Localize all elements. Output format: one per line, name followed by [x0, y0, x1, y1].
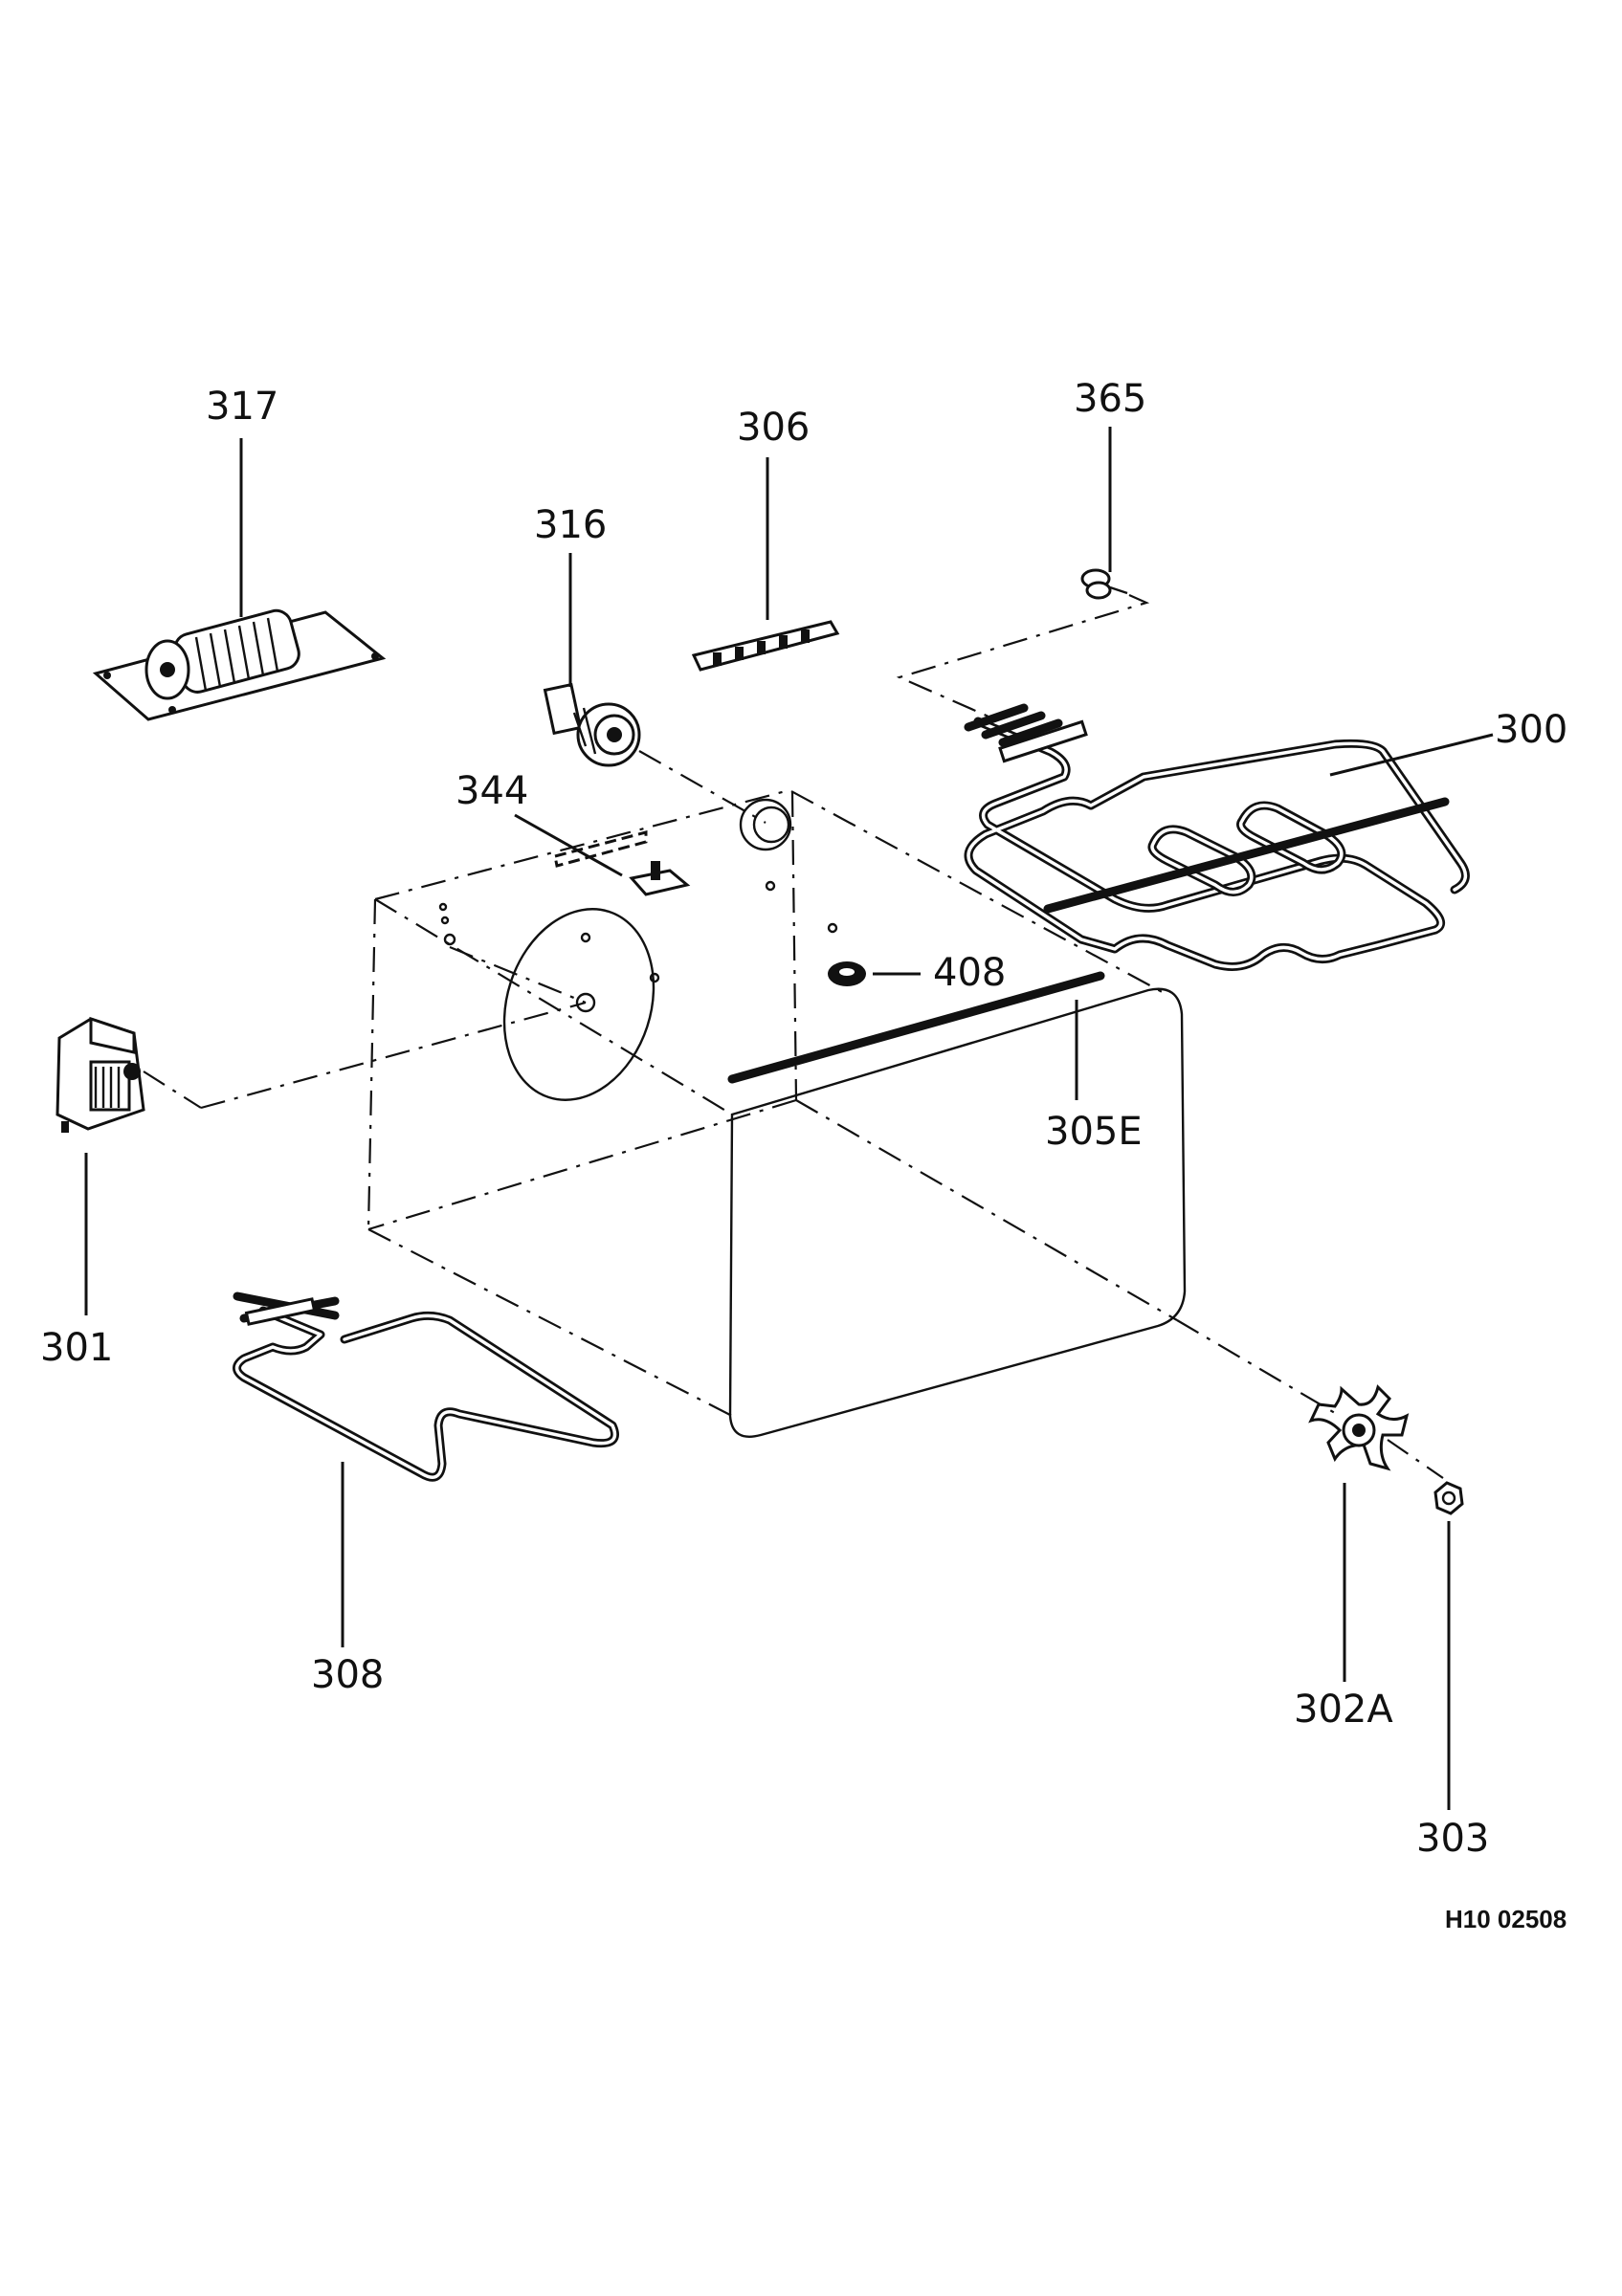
part-316-lamp — [543, 682, 767, 824]
label-300: 300 — [1495, 708, 1567, 752]
part-317-cooling-fan — [92, 608, 387, 721]
part-305E-strip — [727, 971, 1105, 1084]
part-308-lower-element — [233, 1292, 619, 1482]
part-301-fan-motor — [56, 1001, 587, 1133]
label-305E: 305E — [1045, 1110, 1143, 1154]
part-306-terminal-block — [691, 620, 840, 672]
oven-cavity — [367, 788, 1187, 1438]
part-408-grommet — [828, 961, 866, 986]
label-344: 344 — [455, 769, 528, 813]
label-316: 316 — [534, 503, 607, 547]
label-408: 408 — [933, 951, 1006, 995]
part-labels: 317 306 316 365 300 344 408 305E 301 308… — [40, 377, 1567, 1933]
part-344-bracket — [553, 830, 691, 896]
part-302A-fan-blade — [1176, 1319, 1444, 1479]
part-303-nut — [1433, 1481, 1464, 1515]
drawing-number: H10 02508 — [1445, 1905, 1566, 1933]
label-303: 303 — [1416, 1817, 1489, 1861]
part-300-upper-element — [964, 703, 1470, 971]
part-365-screw — [896, 568, 1150, 721]
label-301: 301 — [40, 1326, 113, 1370]
leader-lines — [84, 427, 1494, 1810]
label-317: 317 — [206, 385, 278, 429]
label-365: 365 — [1074, 377, 1146, 421]
label-302A: 302A — [1294, 1688, 1393, 1732]
label-308: 308 — [311, 1653, 384, 1697]
label-306: 306 — [737, 406, 810, 450]
